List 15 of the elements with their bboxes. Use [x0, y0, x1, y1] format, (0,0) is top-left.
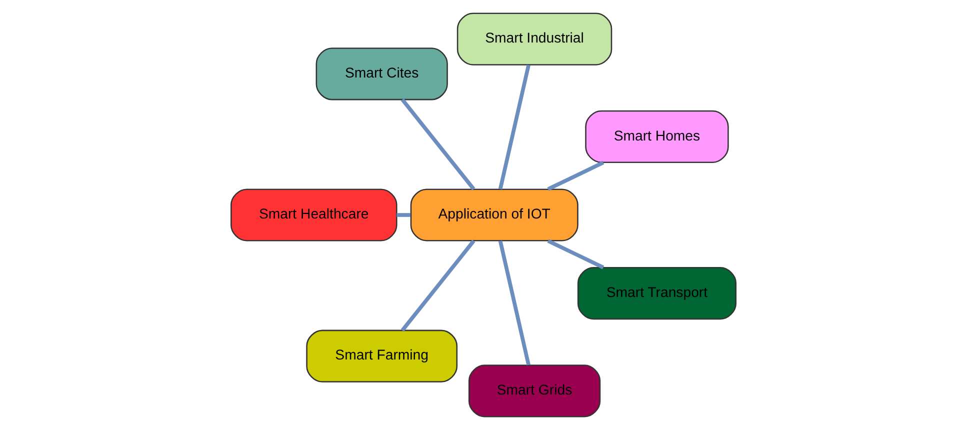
node-box: Smart Healthcare: [230, 188, 398, 242]
connector: [547, 160, 604, 191]
node-box: Application of IOT: [410, 188, 578, 242]
connector: [498, 240, 530, 366]
node-box: Smart Homes: [585, 110, 729, 163]
connector: [547, 239, 604, 270]
node-box: Smart Transport: [577, 267, 737, 320]
connector: [396, 213, 410, 217]
connector: [400, 98, 476, 190]
connector: [498, 64, 530, 190]
node-box: Smart Industrial: [456, 12, 612, 66]
node-box: Smart Cites: [316, 48, 448, 100]
connector: [400, 240, 476, 332]
node-box: Smart Farming: [306, 330, 458, 382]
node-box: Smart Grids: [468, 364, 601, 418]
